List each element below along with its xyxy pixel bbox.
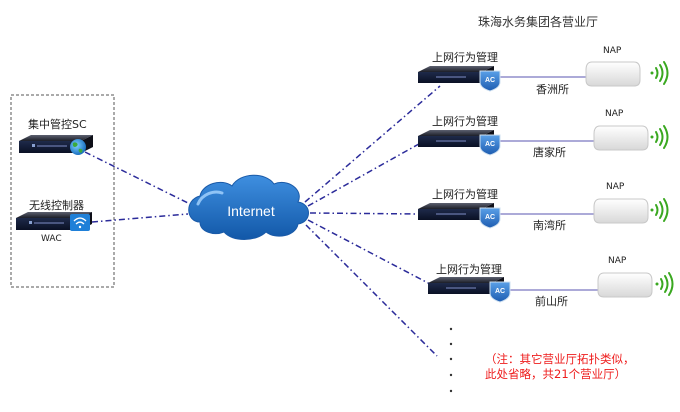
branch-2-device-label: 上网行为管理 bbox=[432, 115, 498, 128]
branch-3-site-label: 南湾所 bbox=[533, 219, 566, 232]
link-wac-internet bbox=[91, 213, 189, 223]
link-internet-branch-4 bbox=[307, 219, 431, 285]
diagram-title: 珠海水务集团各营业厅 bbox=[478, 15, 599, 29]
nap-access-point-icon bbox=[585, 61, 641, 87]
wifi-signal-icon bbox=[650, 198, 669, 222]
branch-1 bbox=[418, 61, 669, 92]
ac-shield-icon bbox=[479, 207, 501, 229]
branch-4 bbox=[428, 272, 674, 303]
globe-icon bbox=[70, 139, 86, 155]
branch-3-device-label: 上网行为管理 bbox=[432, 188, 498, 201]
link-internet-branch-1 bbox=[304, 85, 441, 203]
internet-label: Internet bbox=[227, 203, 275, 219]
link-internet-more bbox=[305, 224, 438, 357]
branch-2-ap-label: NAP bbox=[605, 109, 624, 119]
branch-1-ap-label: NAP bbox=[603, 46, 622, 56]
wifi-signal-icon bbox=[650, 61, 669, 85]
nap-access-point-icon bbox=[593, 125, 649, 151]
branch-1-device-label: 上网行为管理 bbox=[432, 51, 498, 64]
footnote-line-2: 此处省略，共21个营业厅） bbox=[485, 367, 627, 381]
wac-top-label: 无线控制器 bbox=[29, 199, 84, 212]
ac-badge-4: AC bbox=[495, 288, 505, 295]
branch-4-site-label: 前山所 bbox=[535, 295, 568, 308]
wifi-signal-icon bbox=[650, 125, 669, 149]
footnote-line-1: （注：其它营业厅拓扑类似， bbox=[485, 352, 635, 366]
wac-bottom-label: WAC bbox=[41, 234, 62, 244]
nap-access-point-icon bbox=[593, 198, 649, 224]
branch-2 bbox=[418, 125, 669, 156]
branch-2-site-label: 唐家所 bbox=[533, 146, 566, 159]
nap-access-point-icon bbox=[597, 272, 653, 298]
lan-links bbox=[500, 76, 600, 291]
link-internet-branch-2 bbox=[307, 139, 427, 207]
more-branches-ellipsis bbox=[449, 327, 453, 393]
branch-3-ap-label: NAP bbox=[606, 182, 625, 192]
ac-shield-icon bbox=[479, 70, 501, 92]
internet-cloud bbox=[188, 174, 309, 240]
ac-badge-2: AC bbox=[485, 141, 495, 148]
wifi-badge-icon bbox=[70, 214, 90, 231]
branch-4-ap-label: NAP bbox=[608, 256, 627, 266]
ac-badge-3: AC bbox=[485, 214, 495, 221]
wifi-signal-icon bbox=[655, 272, 674, 296]
link-internet-branch-3 bbox=[309, 212, 421, 215]
ac-shield-icon bbox=[479, 134, 501, 156]
ac-shield-icon bbox=[489, 281, 511, 303]
sc-server-icon bbox=[19, 135, 93, 153]
hq-group-box bbox=[10, 94, 115, 288]
branch-4-device-label: 上网行为管理 bbox=[436, 263, 502, 276]
ac-badge-1: AC bbox=[485, 77, 495, 84]
sc-label: 集中管控SC bbox=[28, 118, 87, 131]
link-sc-internet bbox=[84, 151, 193, 206]
footnote: （注：其它营业厅拓扑类似， 此处省略，共21个营业厅） bbox=[485, 352, 635, 382]
branch-1-site-label: 香洲所 bbox=[536, 83, 569, 96]
wan-links bbox=[84, 85, 441, 357]
branch-3 bbox=[418, 198, 669, 229]
